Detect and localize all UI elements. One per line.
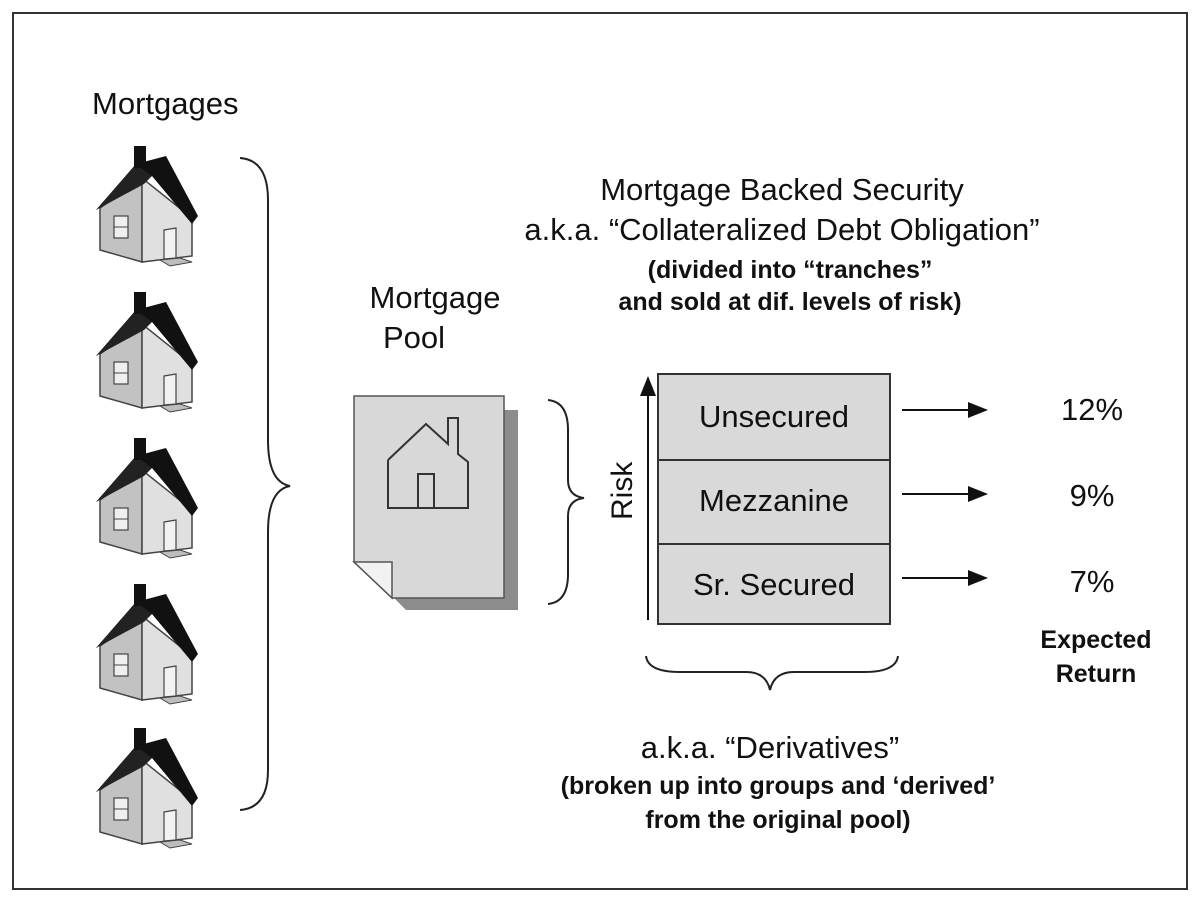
derivatives-note-line2: from the original pool) <box>645 806 911 834</box>
expected-return-label-line2: Return <box>1055 660 1137 688</box>
pool-label-line2: Pool <box>382 320 446 355</box>
mortgages-label: Mortgages <box>92 86 239 121</box>
house-icon <box>95 145 199 267</box>
mbs-aka: a.k.a. “Collateralized Debt Obligation” <box>524 212 1040 247</box>
document-house-icon <box>352 395 518 610</box>
tranche-box-sr-secured <box>657 543 891 625</box>
expected-return-label-line1: Expected <box>1040 626 1152 654</box>
derivatives-title: a.k.a. “Derivatives” <box>640 730 900 765</box>
pool-label-line1: Mortgage <box>369 280 501 315</box>
tranche-box-mezzanine <box>657 459 891 545</box>
house-icon <box>95 437 199 559</box>
pool-brace <box>547 399 585 605</box>
return-value-mezzanine: 9% <box>1069 478 1115 513</box>
tranche-label-unsecured: Unsecured <box>699 399 849 434</box>
mbs-note-line1: (divided into “tranches” <box>647 256 933 284</box>
risk-axis-label: Risk <box>606 461 639 520</box>
return-value-unsecured: 12% <box>1060 392 1124 427</box>
derivatives-note-line1: (broken up into groups and ‘derived’ <box>560 772 996 800</box>
mbs-note-line2: and sold at dif. levels of risk) <box>618 288 962 316</box>
house-icon <box>95 291 199 413</box>
house-icon <box>95 727 199 849</box>
derivatives-brace <box>645 655 899 691</box>
tranche-label-mezzanine: Mezzanine <box>699 483 849 518</box>
mbs-title: Mortgage Backed Security <box>600 172 964 207</box>
house-icon <box>95 583 199 705</box>
return-value-sr-secured: 7% <box>1069 564 1115 599</box>
mortgages-brace <box>239 157 291 811</box>
tranche-label-sr-secured: Sr. Secured <box>693 567 855 602</box>
diagram-frame <box>12 12 1188 890</box>
